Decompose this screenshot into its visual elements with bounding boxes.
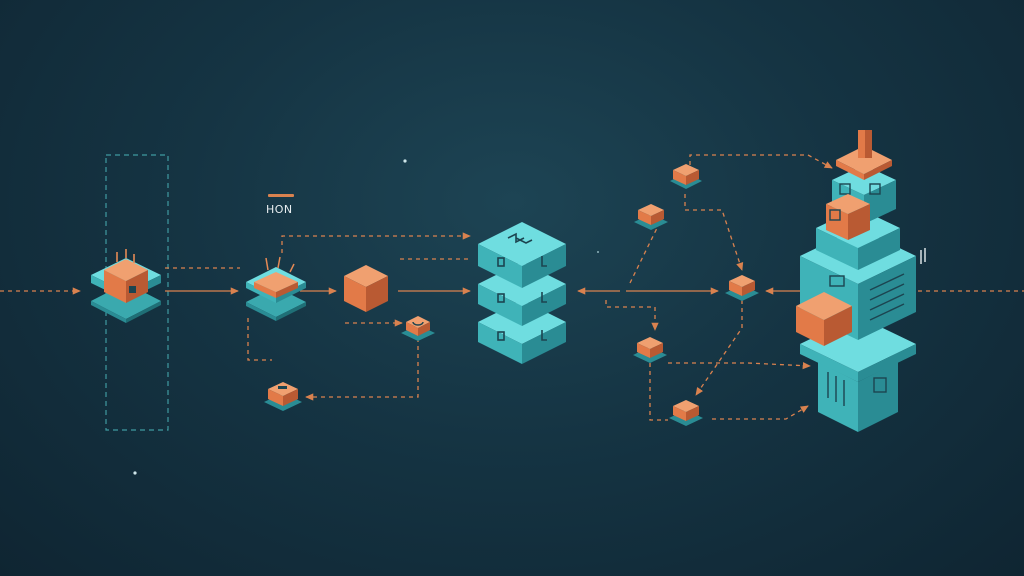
connector <box>281 232 471 253</box>
node-small-e[interactable] <box>725 275 759 301</box>
node-transform[interactable] <box>246 256 306 321</box>
glyph-icon <box>497 232 547 341</box>
dot <box>403 159 407 163</box>
connector <box>695 300 743 396</box>
diagram-label: HON <box>266 203 293 216</box>
connector <box>629 221 661 284</box>
node-ingest[interactable] <box>91 249 161 323</box>
server-stack-icon[interactable] <box>478 222 566 364</box>
connector <box>689 154 833 169</box>
node-small-f[interactable] <box>633 337 667 363</box>
label-bar <box>268 194 294 197</box>
dot <box>597 251 599 253</box>
connector <box>305 338 419 401</box>
node-small-d[interactable] <box>634 204 668 230</box>
node-process-cube[interactable] <box>344 265 388 312</box>
node-small-b[interactable] <box>264 382 302 411</box>
connector <box>649 363 668 421</box>
connector <box>684 194 744 271</box>
connectors <box>0 154 1024 421</box>
dot <box>133 471 137 475</box>
antenna-icon <box>116 249 135 263</box>
node-small-a[interactable] <box>401 316 435 341</box>
connector <box>668 362 811 370</box>
refresh-icon <box>412 321 424 326</box>
connector <box>712 405 809 420</box>
left-dashed-frame <box>105 154 169 431</box>
connector <box>605 300 659 331</box>
connector <box>247 318 272 361</box>
tower-icon[interactable] <box>796 130 926 432</box>
node-small-g[interactable] <box>669 400 703 426</box>
node-small-c[interactable] <box>670 164 702 189</box>
